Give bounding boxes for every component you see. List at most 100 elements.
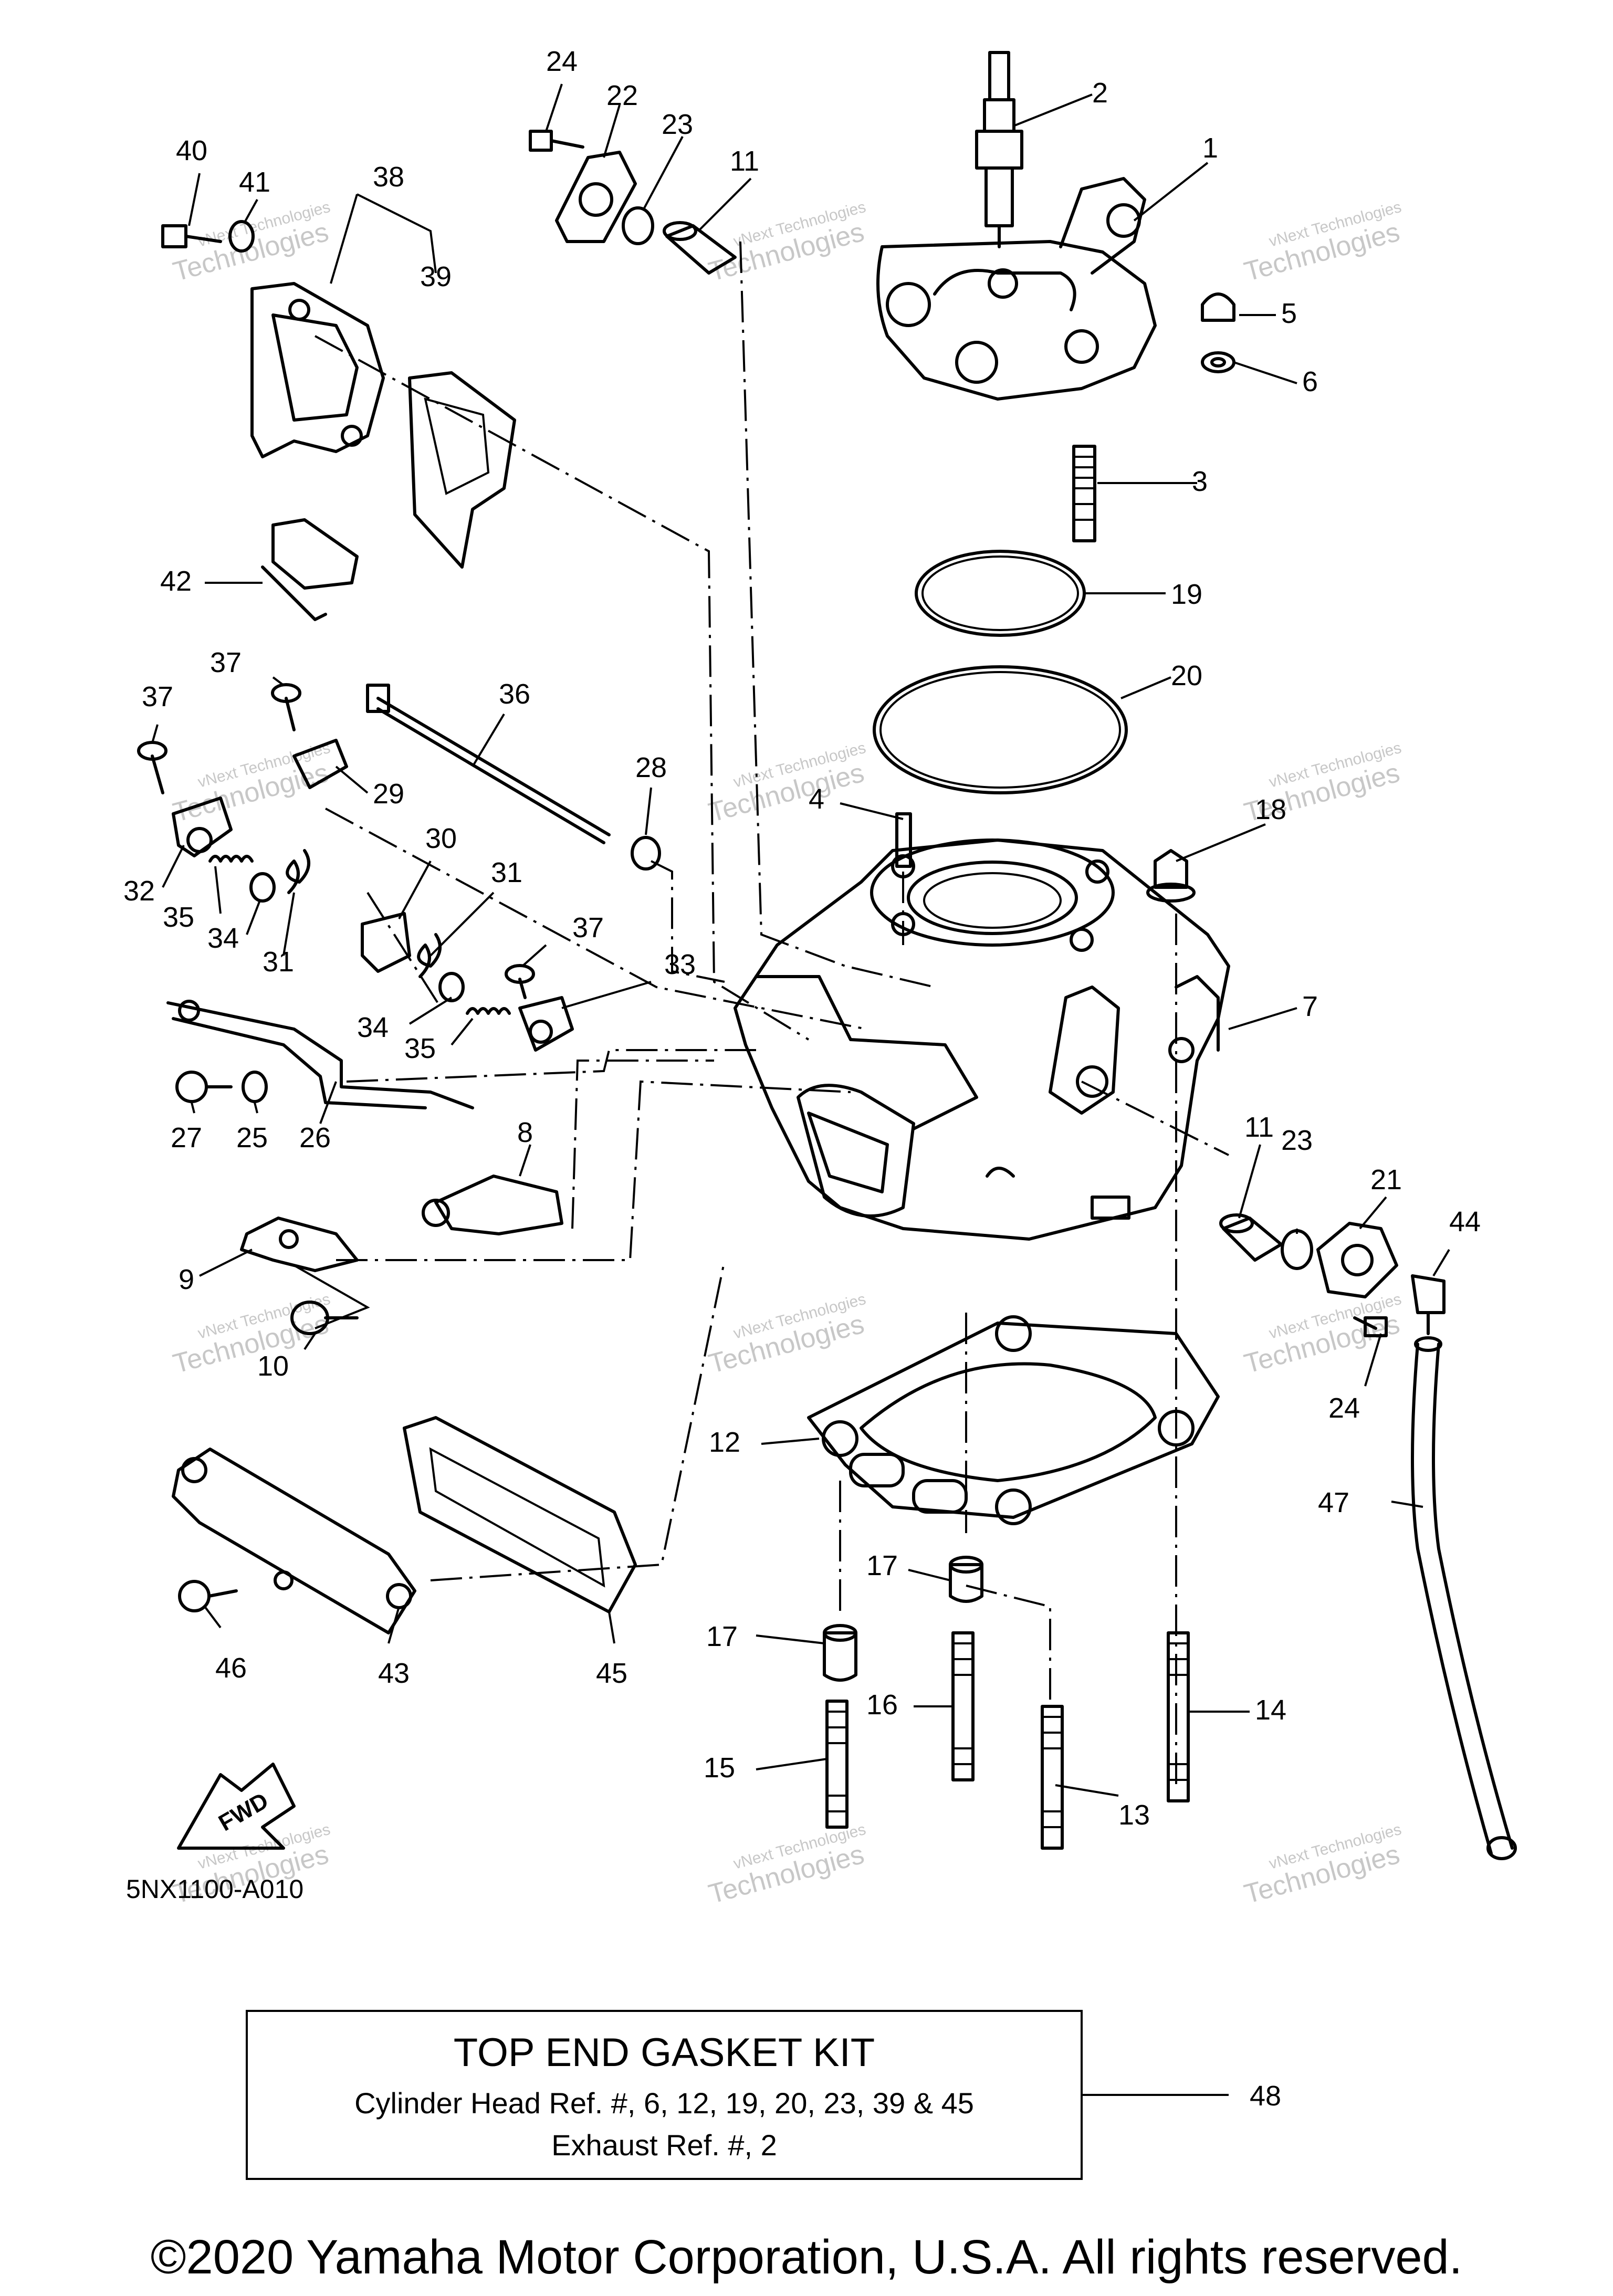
watermark: vNext Technologies Technologies (1241, 1821, 1403, 1910)
callout-37-mid: 37 (210, 647, 242, 678)
washer-25 (242, 1071, 268, 1103)
callout-35-left: 35 (163, 901, 194, 933)
watermark: vNext Technologies Technologies (1241, 198, 1403, 288)
lever-30 (361, 912, 411, 973)
leader-lines (151, 83, 1450, 2096)
gasket-kit-frame (246, 2010, 1083, 2180)
callout-24-top: 24 (546, 46, 578, 77)
callout-48: 48 (1250, 2080, 1281, 2112)
callouts: 1 2 3 4 5 6 7 8 9 10 11 11 12 13 14 15 1… (123, 46, 1481, 2112)
callout-12: 12 (709, 1427, 740, 1458)
callout-24-right: 24 (1328, 1392, 1360, 1424)
callout-27: 27 (171, 1122, 202, 1154)
callout-19: 19 (1171, 579, 1202, 610)
callout-18: 18 (1255, 794, 1286, 825)
callout-33: 33 (664, 949, 696, 980)
screw-27 (175, 1071, 233, 1103)
callout-39: 39 (420, 261, 452, 292)
callout-14: 14 (1255, 1694, 1286, 1726)
callout-11-lower: 11 (1244, 1112, 1274, 1143)
callout-4: 4 (809, 783, 824, 815)
callout-31-right: 31 (491, 857, 522, 888)
callout-29: 29 (373, 778, 404, 810)
flange-nut (1146, 849, 1196, 903)
valve-shaft (366, 684, 611, 844)
washer-34-right (438, 972, 465, 1002)
breather-hose (1411, 1336, 1517, 1860)
callout-11-upper: 11 (730, 145, 759, 177)
power-valve-cover (250, 282, 385, 458)
watermark: vNext Technologies Technologies (706, 1291, 868, 1380)
watermark: vNext Technologies Technologies (706, 739, 868, 829)
callout-7: 7 (1302, 991, 1318, 1022)
gasket-kit-line-2: Exhaust Ref. #, 2 (551, 2129, 777, 2162)
hose-fitting (1411, 1274, 1446, 1335)
spring-35-left (208, 855, 254, 863)
callout-34-right: 34 (357, 1012, 389, 1043)
assembly-lines (315, 241, 1229, 1785)
spark-plug (975, 51, 1023, 248)
callout-34-left: 34 (207, 922, 239, 954)
sleeve-lower (1219, 1213, 1283, 1262)
stud-15 (825, 1700, 849, 1829)
cylinder-head (876, 177, 1157, 401)
callout-28: 28 (635, 752, 667, 783)
callout-2: 2 (1092, 77, 1108, 109)
callout-20: 20 (1171, 660, 1202, 691)
link-rod (166, 1000, 474, 1109)
callout-1: 1 (1202, 132, 1218, 164)
reed-cover (172, 1448, 416, 1634)
callout-32: 32 (123, 875, 155, 907)
callout-37-right: 37 (572, 912, 604, 943)
callout-46: 46 (215, 1652, 247, 1684)
coil-spring-31-right (417, 933, 442, 978)
stud-13 (1041, 1705, 1064, 1850)
dowel-lower-left (823, 1624, 857, 1682)
o-ring-cover-right (1281, 1229, 1313, 1270)
callout-5: 5 (1281, 298, 1297, 329)
callout-3: 3 (1192, 466, 1208, 497)
clamp-plate (240, 1217, 359, 1272)
gasket-kit-line-1: Cylinder Head Ref. #, 6, 12, 19, 20, 23,… (354, 2087, 974, 2120)
screw-46 (178, 1580, 238, 1612)
washer-41 (228, 220, 255, 253)
dowel-pin (895, 812, 912, 868)
callout-44: 44 (1449, 1206, 1481, 1238)
washer (1201, 351, 1235, 373)
bolt-right (1353, 1316, 1388, 1337)
callout-9: 9 (179, 1264, 194, 1295)
cylinder-base-gasket (807, 1315, 1220, 1525)
callout-42: 42 (160, 565, 192, 597)
callout-43: 43 (378, 1658, 410, 1689)
callout-17-mid: 17 (866, 1550, 898, 1581)
spring-35-right (466, 1007, 511, 1015)
dowel-lower-mid (949, 1556, 983, 1603)
bolt-40 (161, 224, 222, 248)
bolt-top (529, 130, 584, 152)
valve-cover-right (1316, 1222, 1398, 1298)
callout-13: 13 (1118, 1799, 1150, 1831)
watermark: vNext Technologies Technologies (706, 1821, 868, 1910)
callout-17-left: 17 (706, 1621, 738, 1652)
lever-33 (518, 996, 574, 1052)
lever-left (172, 796, 233, 857)
reed-gasket (403, 1416, 637, 1613)
o-ring-cover-top (622, 206, 654, 245)
callout-21: 21 (1370, 1164, 1402, 1196)
cap-nut (1201, 292, 1235, 322)
callout-8: 8 (517, 1117, 533, 1148)
callout-10: 10 (257, 1350, 289, 1382)
diagram-code: 5NX1100-A010 (126, 1874, 303, 1904)
sleeve-upper (663, 221, 737, 275)
callout-45: 45 (596, 1658, 627, 1689)
valve-cover-top (555, 151, 637, 243)
coil-spring-31-left (286, 849, 310, 894)
guide-42 (261, 518, 359, 621)
callout-26: 26 (299, 1122, 331, 1154)
callout-15: 15 (704, 1752, 735, 1784)
callout-47: 47 (1318, 1487, 1349, 1518)
stud (1072, 445, 1096, 542)
callout-30: 30 (425, 823, 457, 854)
callout-31-left: 31 (263, 946, 294, 978)
